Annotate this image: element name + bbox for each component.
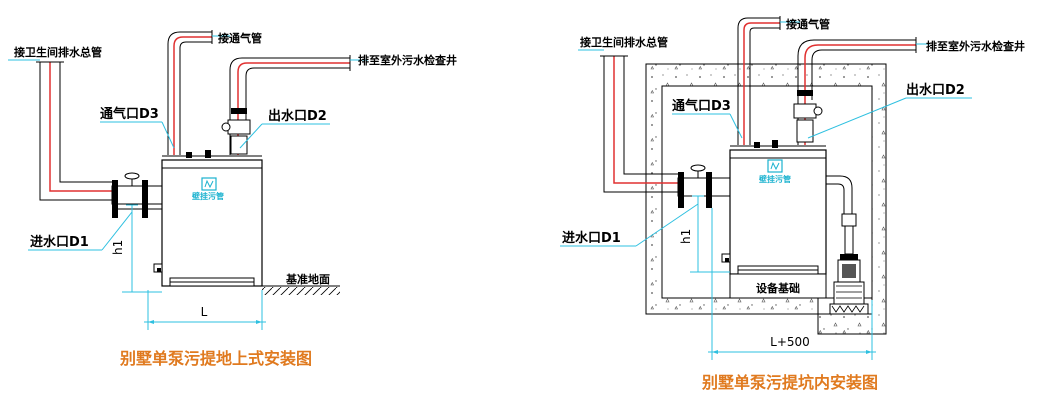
- right-label-inlet: 进水口D1: [562, 230, 621, 246]
- right-drain-pipe: [600, 55, 678, 193]
- right-foundation: 设备基础: [729, 273, 827, 299]
- right-title: 别墅单泵污提坑内安装图: [701, 373, 878, 392]
- right-tank: 壁挂污管: [721, 140, 827, 275]
- left-label-vent-port: 通气口D3: [100, 106, 159, 122]
- left-inlet-valve: [111, 172, 163, 218]
- right-label-vent-port: 通气口D3: [672, 98, 731, 114]
- right-pump: [826, 175, 869, 315]
- right-outlet-pipe: [793, 37, 917, 145]
- right-h1-label: h1: [679, 229, 693, 244]
- left-tank: 壁挂污管: [153, 150, 263, 287]
- right-L-label: L+500: [770, 335, 810, 349]
- left-label-vent-pipe: 接通气管: [218, 31, 262, 45]
- left-ground: 基准地面: [262, 272, 340, 295]
- right-vent-pipe: [737, 16, 781, 145]
- left-title: 别墅单泵污提地上式安装图: [119, 349, 312, 368]
- right-diagram: 壁挂污管 设备基础: [560, 16, 1025, 392]
- right-label-toilet-drain: 接卫生间排水总管: [580, 35, 668, 49]
- left-h1-dimension: h1: [111, 204, 162, 293]
- left-L-dimension: L: [144, 290, 266, 330]
- right-logo-text: 壁挂污管: [759, 174, 791, 184]
- right-leaders: [560, 21, 972, 247]
- left-diagram: 壁挂污管: [8, 30, 457, 368]
- right-h1-dimension: h1: [679, 195, 730, 273]
- left-vent-pipe: [167, 30, 213, 155]
- right-label-outlet: 出水口D2: [906, 82, 965, 98]
- right-L-dimension: L+500: [708, 208, 876, 360]
- left-label-outdoor: 排至室外污水检查井: [358, 53, 457, 67]
- right-label-foundation: 设备基础: [756, 281, 800, 295]
- left-tank-logo: 壁挂污管: [192, 177, 224, 201]
- left-label-inlet: 进水口D1: [30, 234, 89, 250]
- left-leaders: [8, 35, 368, 251]
- left-label-base: 基准地面: [285, 272, 330, 286]
- left-drain-pipe: [36, 61, 118, 201]
- left-label-outlet: 出水口D2: [268, 108, 327, 124]
- left-L-label: L: [201, 305, 208, 319]
- left-h1-label: h1: [111, 240, 125, 255]
- right-tank-logo: 壁挂污管: [759, 159, 791, 184]
- right-label-vent-pipe: 接通气管: [786, 17, 830, 31]
- left-label-toilet-drain: 接卫生间排水总管: [14, 45, 102, 59]
- left-outlet-pipe: [221, 55, 351, 155]
- left-logo-text: 壁挂污管: [192, 191, 224, 201]
- right-label-outdoor: 排至室外污水检查井: [926, 39, 1025, 53]
